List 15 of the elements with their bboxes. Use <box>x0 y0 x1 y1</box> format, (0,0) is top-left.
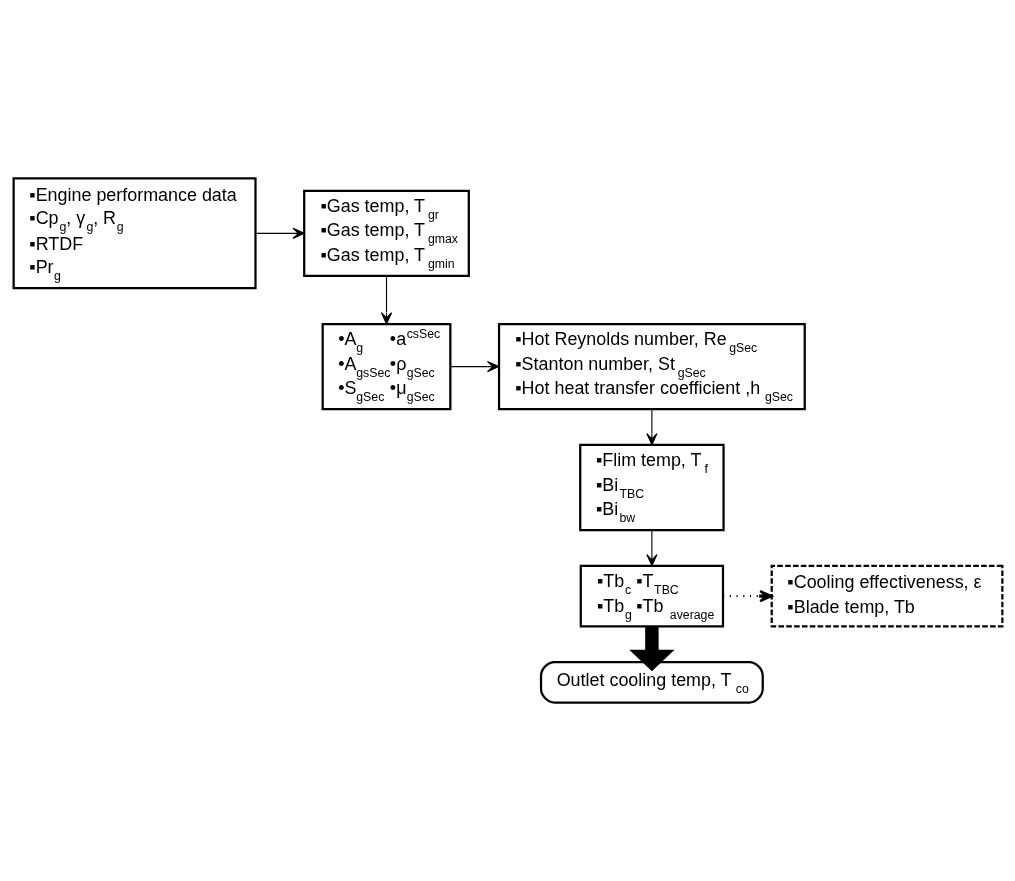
arrow <box>722 590 773 603</box>
arrow <box>254 227 305 239</box>
arrow <box>645 529 657 567</box>
node-box: ▪Hot Reynolds number, Re$_{gSec}$ ▪Stanton number, St$_{gSec}$ ▪Hot heat transfer coefficient ,h$_{gSec}$ <box>497 322 806 411</box>
arrow <box>628 626 675 672</box>
node-box: ▪Tb$_{c}$ ▪T$_{TBC}$ ▪Tb$_{g}$ ▪Tb $_{average}$ <box>579 564 724 628</box>
arrow <box>380 275 392 325</box>
arrow <box>449 361 499 373</box>
node-box: Outlet cooling temp, T$_{co}$ <box>539 661 764 704</box>
node-box: •A$_{g}$ •a$^{csSec}$ •A$_{gsSec}$•ρ$_{gSec}$ •S$_{gSec}$ •μ$_{gSec}$ <box>321 322 451 411</box>
node-box: ▪Engine performance data ▪Cp$_{g}$, γ$_{g}$, R$_{g}$ ▪RTDF ▪Pr$_{g}$ <box>12 177 257 290</box>
arrow <box>645 408 657 446</box>
node-box: ▪Gas temp, T$_{gr}$ ▪Gas temp, T$_{gmax}$ ▪Gas temp, T$_{gmin}$ <box>302 189 470 277</box>
node-box: ▪Cooling effectiveness, ε ▪Blade temp, Tb <box>770 564 1003 628</box>
node-box: ▪Flim temp, T$_{f}$ ▪Bi$_{TBC}$ ▪Bi$_{bw}$ <box>578 443 725 532</box>
